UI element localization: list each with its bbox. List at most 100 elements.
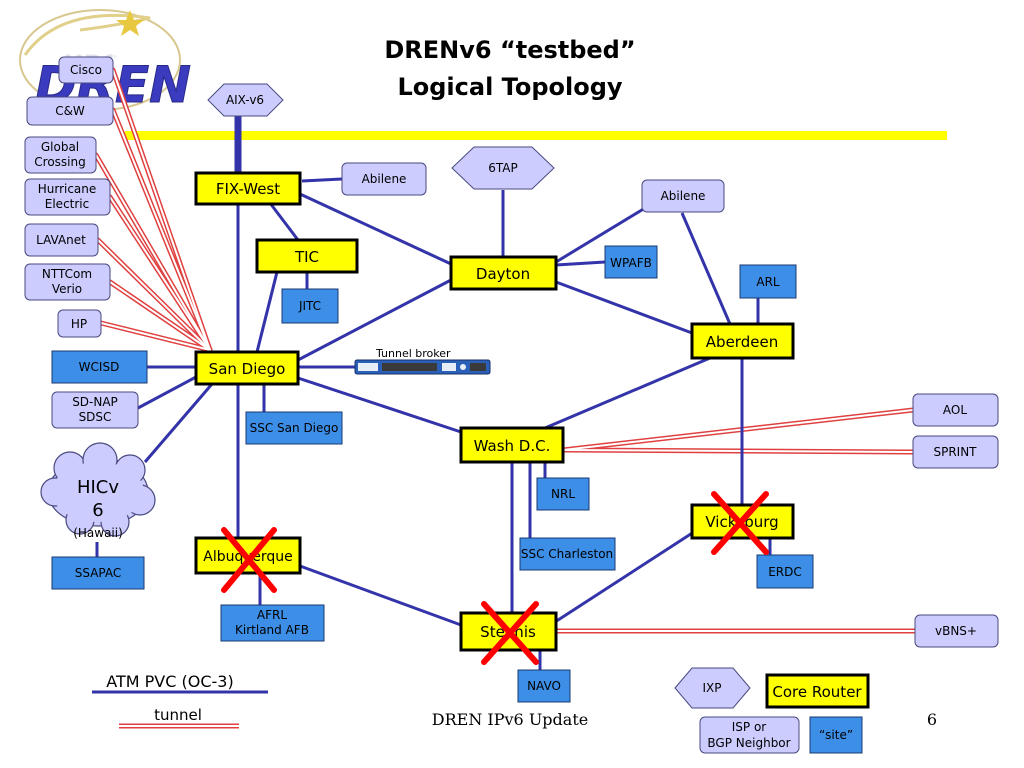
legend-tunnel: tunnel	[119, 706, 239, 729]
node-tunnel-broker[interactable]: Tunnel broker	[354, 347, 491, 375]
node-label: vBNS+	[935, 624, 977, 638]
node-global-crossing[interactable]: Global Crossing	[24, 136, 97, 174]
node-label-line1: HICv	[77, 477, 119, 498]
site-nodes: WCISD SSAPAC JITC SSC San Diego WPAFB AR…	[51, 245, 814, 703]
node-label-line1: SD-NAP	[72, 395, 118, 409]
atm-links	[95, 115, 772, 670]
node-label-line2: Crossing	[34, 155, 85, 169]
node-afrl[interactable]: AFRL Kirtland AFB	[220, 604, 325, 642]
star-icon	[116, 10, 144, 36]
node-label: SSC San Diego	[250, 421, 339, 435]
node-wcisd[interactable]: WCISD	[51, 350, 148, 384]
node-label: ARL	[756, 275, 780, 289]
legend-site: “site”	[809, 716, 863, 754]
legend-isp-line1: ISP or	[732, 720, 767, 734]
node-label-line2: Kirtland AFB	[235, 623, 309, 637]
node-label-line2: SDSC	[79, 410, 112, 424]
legend-tunnel-label: tunnel	[154, 706, 202, 724]
node-label-line2: 6	[92, 500, 103, 521]
node-label-line1: Hurricane	[38, 182, 97, 196]
node-cw[interactable]: C&W	[26, 96, 114, 126]
core-nodes: FIX-West TIC San Diego Dayton Aberdeen W…	[194, 171, 795, 652]
node-jitc[interactable]: JITC	[281, 288, 339, 324]
node-hicv6-cloud[interactable]: HICv 6 (Hawaii)	[40, 442, 156, 540]
node-sprint[interactable]: SPRINT	[912, 435, 999, 469]
node-nttcom-verio[interactable]: NTTCom Verio	[24, 263, 111, 301]
title-underline-bar	[125, 131, 947, 140]
node-label-line1: AFRL	[257, 608, 287, 622]
ixp-nodes: AIX-v6 6TAP	[207, 83, 555, 190]
cross-icon-stennis	[481, 601, 539, 665]
node-aol[interactable]: AOL	[912, 393, 999, 427]
node-abilene-west[interactable]: Abilene	[341, 162, 427, 196]
cross-icon-albuquerque	[221, 527, 277, 593]
node-label-line1: NTTCom	[42, 267, 92, 281]
node-label: SSAPAC	[75, 566, 122, 580]
node-6tap[interactable]: 6TAP	[451, 146, 555, 190]
node-wpafb[interactable]: WPAFB	[604, 245, 658, 279]
node-erdc[interactable]: ERDC	[756, 554, 814, 589]
node-dayton[interactable]: Dayton	[449, 255, 558, 291]
node-wash-dc[interactable]: Wash D.C.	[459, 426, 565, 464]
node-label: SSC Charleston	[521, 547, 613, 561]
node-label: TIC	[294, 248, 319, 266]
node-vbns[interactable]: vBNS+	[914, 614, 999, 648]
node-label: Aberdeen	[706, 333, 778, 351]
node-ssc-charleston[interactable]: SSC Charleston	[519, 537, 616, 571]
node-abilene-east[interactable]: Abilene	[641, 179, 725, 213]
legend-ixp: IXP	[674, 667, 751, 709]
node-san-diego[interactable]: San Diego	[194, 350, 300, 386]
node-label: NRL	[551, 487, 575, 501]
slide-title-line1: DRENv6 “testbed”	[384, 36, 635, 64]
legend: ATM PVC (OC-3) tunnel IXP Core Router IS…	[92, 667, 870, 754]
node-label: Tunnel broker	[375, 347, 451, 360]
node-arl[interactable]: ARL	[739, 264, 797, 299]
node-label: AOL	[943, 403, 967, 417]
node-label-line1: Global	[41, 140, 79, 154]
node-label: Dayton	[476, 265, 530, 283]
node-sd-nap-sdsc[interactable]: SD-NAP SDSC	[51, 391, 139, 429]
node-label: LAVAnet	[36, 233, 86, 247]
node-label: SPRINT	[933, 445, 977, 459]
node-label: JITC	[298, 299, 321, 313]
node-sublabel: (Hawaii)	[73, 526, 123, 540]
node-label: AIX-v6	[226, 93, 264, 107]
node-hurricane-electric[interactable]: Hurricane Electric	[24, 178, 111, 216]
logo-subtext-badge	[112, 48, 172, 70]
legend-site-label: “site”	[819, 728, 853, 742]
node-label: ERDC	[768, 565, 802, 579]
node-label: San Diego	[209, 360, 286, 378]
legend-isp-line2: BGP Neighbor	[707, 736, 790, 750]
node-label: Cisco	[70, 63, 102, 77]
slide-footer: DREN IPv6 Update	[432, 710, 588, 729]
node-navo[interactable]: NAVO	[517, 669, 571, 703]
tunnel-links	[93, 67, 918, 634]
legend-core-label: Core Router	[772, 683, 862, 701]
node-hp[interactable]: HP	[57, 309, 102, 338]
node-stennis[interactable]: Stennis	[459, 611, 558, 652]
node-label: Wash D.C.	[474, 437, 551, 455]
cross-marks	[221, 491, 769, 665]
node-cisco[interactable]: Cisco	[58, 56, 114, 84]
node-tic[interactable]: TIC	[255, 238, 359, 274]
cross-icon-vicksburg	[711, 491, 769, 555]
node-label: FIX-West	[216, 180, 280, 198]
node-label: WPAFB	[610, 256, 652, 270]
node-lavanet[interactable]: LAVAnet	[24, 223, 99, 257]
node-aberdeen[interactable]: Aberdeen	[690, 322, 795, 360]
legend-atm: ATM PVC (OC-3)	[92, 672, 268, 694]
node-label-line2: Verio	[52, 282, 82, 296]
node-fix-west[interactable]: FIX-West	[194, 171, 302, 206]
page-number: 6	[927, 710, 937, 729]
node-ssapac[interactable]: SSAPAC	[51, 556, 145, 590]
node-label: Abilene	[362, 172, 407, 186]
node-aix-v6[interactable]: AIX-v6	[207, 83, 284, 117]
node-nrl[interactable]: NRL	[536, 477, 590, 511]
node-ssc-san-diego[interactable]: SSC San Diego	[245, 411, 343, 445]
legend-atm-label: ATM PVC (OC-3)	[106, 672, 233, 691]
node-label: Abilene	[661, 189, 706, 203]
node-label-line2: Electric	[45, 197, 89, 211]
server-device-icon	[354, 359, 491, 375]
node-label: 6TAP	[488, 161, 517, 175]
